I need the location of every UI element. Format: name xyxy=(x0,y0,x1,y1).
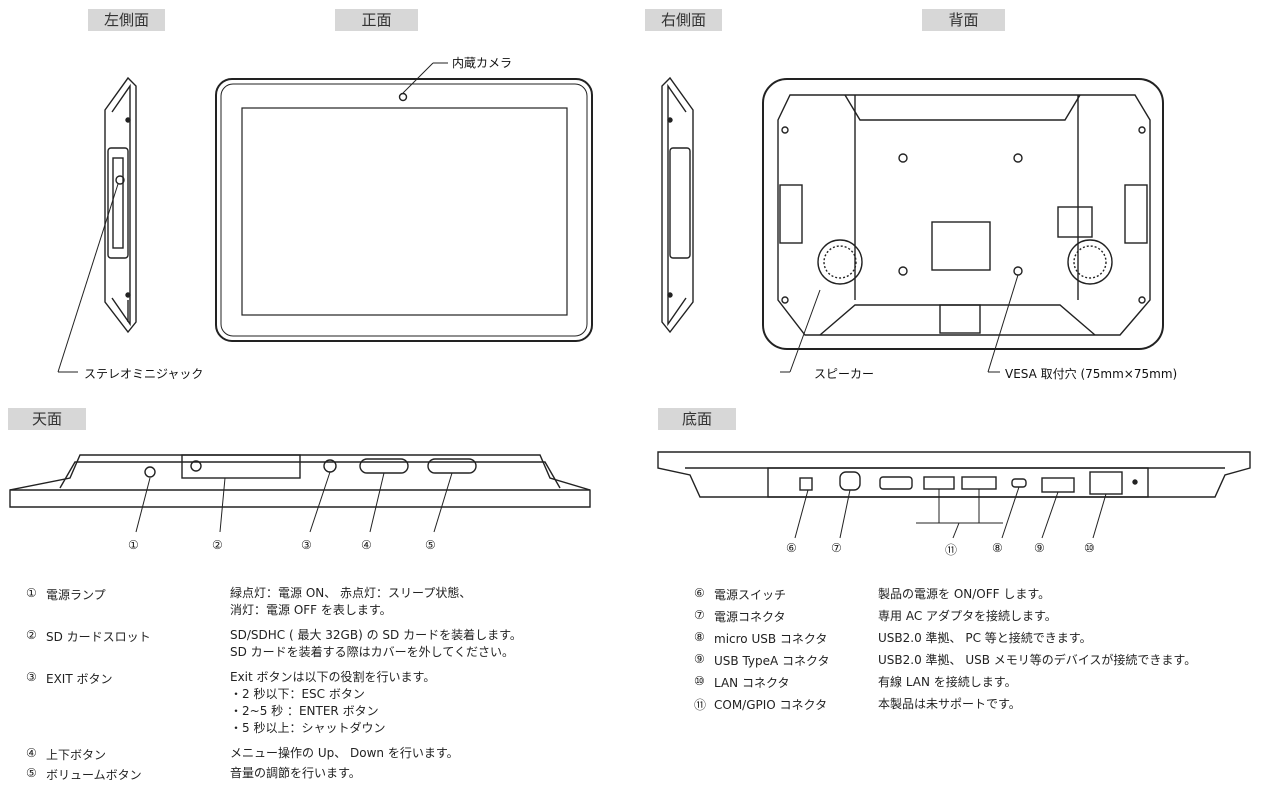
row-name: 電源ランプ xyxy=(46,588,106,602)
bottom-parts-table: ⑥ 電源スイッチ 製品の電源を ON/OFF します。 ⑦ 電源コネクタ 専用 … xyxy=(690,586,1270,712)
callout-number-11: ⑪ xyxy=(945,543,958,557)
view-label-bottom: 底面 xyxy=(658,408,736,430)
row-name: 上下ボタン xyxy=(46,748,107,762)
row-number: ⑨ xyxy=(694,652,705,666)
table-row: ② SD カードスロット SD/SDHC ( 最大 32GB) の SD カード… xyxy=(22,628,622,662)
row-number: ⑦ xyxy=(694,608,705,622)
row-name: 電源コネクタ xyxy=(714,610,786,624)
row-name: SD カードスロット xyxy=(46,630,151,644)
callout-number-9: ⑨ xyxy=(1034,541,1045,555)
row-name: USB TypeA コネクタ xyxy=(714,654,830,668)
row-number: ⑩ xyxy=(694,674,705,688)
table-row: ③ EXIT ボタン Exit ボタンは以下の役割を行います。 ・2 秒以下：E… xyxy=(22,670,622,740)
row-desc: USB2.0 準拠、 PC 等と接続できます。 xyxy=(878,631,1092,645)
row-name: 電源スイッチ xyxy=(714,588,787,602)
row-desc: USB2.0 準拠、 USB メモリ等のデバイスが接続できます。 xyxy=(878,653,1197,667)
table-row: ① 電源ランプ 緑点灯：電源 ON、 赤点灯：スリープ状態、 消灯：電源 OFF… xyxy=(22,586,622,620)
back-view xyxy=(762,78,1164,373)
row-name: ボリュームボタン xyxy=(46,768,142,782)
callout-number-10: ⑩ xyxy=(1084,541,1095,555)
row-number: ⑥ xyxy=(694,586,705,600)
callout-number-5: ⑤ xyxy=(425,538,436,552)
view-label-front: 正面 xyxy=(335,9,418,31)
speaker-label: スピーカー xyxy=(814,367,875,381)
right-side-view xyxy=(661,76,694,334)
table-row: ④ 上下ボタン メニュー操作の Up、 Down を行います。 xyxy=(22,746,622,763)
row-name: micro USB コネクタ xyxy=(714,632,828,646)
row-desc: メニュー操作の Up、 Down を行います。 xyxy=(230,746,459,760)
row-number: ④ xyxy=(26,746,37,760)
top-parts-table: ① 電源ランプ 緑点灯：電源 ON、 赤点灯：スリープ状態、 消灯：電源 OFF… xyxy=(22,586,622,786)
row-desc: SD カードを装着する際はカバーを外してください。 xyxy=(230,645,514,659)
row-name: COM/GPIO コネクタ xyxy=(714,698,828,712)
row-desc: 専用 AC アダプタを接続します。 xyxy=(878,609,1057,623)
row-desc: ・2~5 秒 ：ENTER ボタン xyxy=(230,704,379,718)
row-desc: SD/SDHC ( 最大 32GB) の SD カードを装着します。 xyxy=(230,628,522,642)
top-view xyxy=(9,454,591,533)
row-desc: 音量の調節を行います。 xyxy=(230,766,361,780)
bottom-view xyxy=(657,451,1251,539)
view-label-left-side: 左側面 xyxy=(88,9,165,31)
jack-label: ステレオミニジャック xyxy=(84,367,204,381)
row-desc: 有線 LAN を接続します。 xyxy=(878,675,1017,689)
row-number: ③ xyxy=(26,670,37,684)
row-desc: 消灯：電源 OFF を表します。 xyxy=(230,603,392,617)
view-label-top: 天面 xyxy=(8,408,86,430)
row-number: ⑤ xyxy=(26,766,37,780)
view-label-back: 背面 xyxy=(922,9,1005,31)
camera-label: 内蔵カメラ xyxy=(452,56,513,70)
callout-number-3: ③ xyxy=(301,538,312,552)
callout-number-2: ② xyxy=(212,538,223,552)
row-name: LAN コネクタ xyxy=(714,676,790,690)
callout-number-6: ⑥ xyxy=(786,541,797,555)
row-name: EXIT ボタン xyxy=(46,672,113,686)
row-desc: ・5 秒以上：シャットダウン xyxy=(230,721,386,735)
row-desc: 緑点灯：電源 ON、 赤点灯：スリープ状態、 xyxy=(230,586,472,600)
row-number: ⑧ xyxy=(694,630,705,644)
row-desc: 本製品は未サポートです。 xyxy=(878,697,1021,711)
left-side-view xyxy=(104,76,137,334)
row-desc: Exit ボタンは以下の役割を行います。 xyxy=(230,670,436,684)
callout-number-1: ① xyxy=(128,538,139,552)
callout-number-8: ⑧ xyxy=(992,541,1003,555)
view-label-right-side: 右側面 xyxy=(645,9,722,31)
row-number: ② xyxy=(26,628,37,642)
row-number: ① xyxy=(26,586,37,600)
table-row: ⑤ ボリュームボタン 音量の調節を行います。 xyxy=(22,766,622,783)
row-desc: ・2 秒以下：ESC ボタン xyxy=(230,687,365,701)
callout-number-7: ⑦ xyxy=(831,541,842,555)
callout-number-4: ④ xyxy=(361,538,372,552)
row-number: ⑪ xyxy=(694,698,707,712)
row-desc: 製品の電源を ON/OFF します。 xyxy=(878,587,1051,601)
vesa-label: VESA 取付穴 (75mm×75mm) xyxy=(1005,367,1178,381)
front-view xyxy=(215,62,593,342)
